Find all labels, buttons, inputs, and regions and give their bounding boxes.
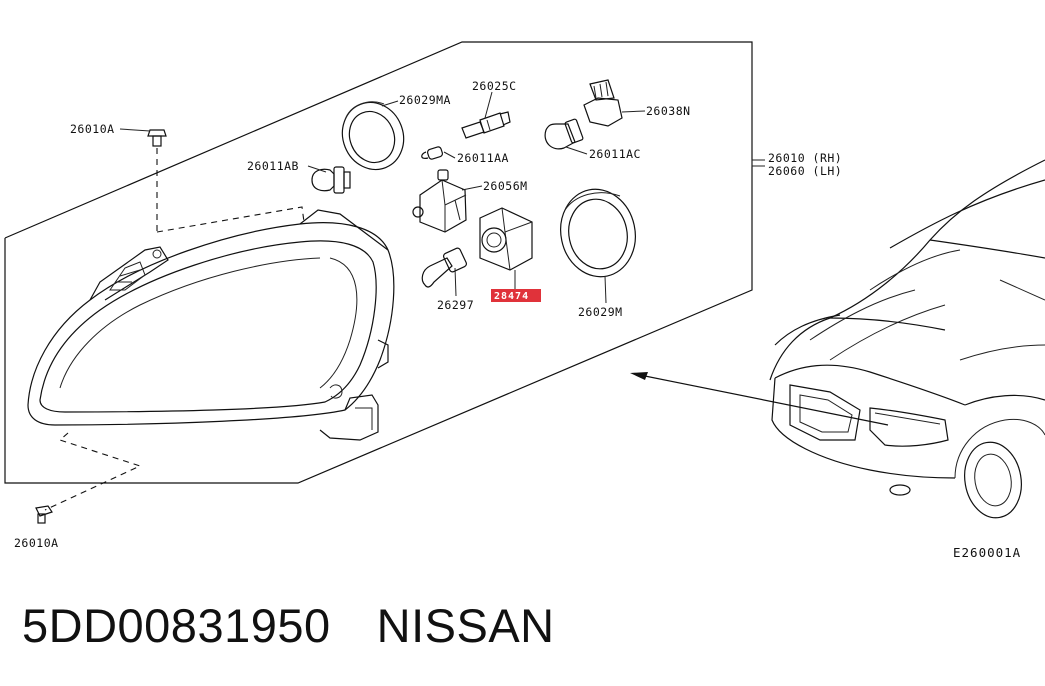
part-labels: 26010A 26011AB 26029MA 26025C 26011AA 26… — [14, 79, 1021, 560]
bolt-bottom — [35, 505, 53, 524]
vehicle-front — [769, 159, 1045, 519]
brand-name: NISSAN — [376, 599, 555, 652]
label-assembly-lh: 26060 (LH) — [768, 164, 842, 178]
headlamp-assembly — [27, 209, 395, 441]
socket-26025c — [461, 111, 511, 139]
label-bolt-top: 26010A — [70, 122, 115, 136]
label-socket-c: 26025C — [472, 79, 517, 93]
label-bulb-ac: 26011AC — [589, 147, 641, 161]
diagram-ref-code: E260001A — [953, 545, 1021, 560]
socket-26038n — [583, 79, 623, 127]
label-bulb-aa: 26011AA — [457, 151, 509, 165]
highlight-28474 — [491, 289, 541, 302]
bulb-26011aa — [421, 146, 444, 160]
label-leveler: 26056M — [483, 179, 528, 193]
label-socket-bn: 26038N — [646, 104, 691, 118]
highlight-box — [491, 289, 541, 302]
label-bulb-ab: 26011AB — [247, 159, 299, 173]
cap-26029ma — [341, 101, 405, 171]
part-number: 5DD00831950 — [22, 599, 331, 652]
leader-lines — [119, 91, 765, 191]
label-bolt-bottom: 26010A — [14, 536, 59, 550]
leveler-26056m — [412, 169, 467, 233]
pointer-arrow — [630, 372, 889, 426]
bulb-26011ab — [311, 166, 351, 194]
label-cap-ma: 26029MA — [399, 93, 451, 107]
bolt-top — [147, 129, 167, 147]
label-assembly-rh: 26010 (RH) — [768, 151, 842, 165]
xenon-bulb-26297 — [421, 247, 467, 297]
ballast-28474 — [479, 207, 533, 292]
label-cap-m: 26029M — [578, 305, 623, 319]
cap-26029m — [560, 188, 636, 304]
label-ballast: 28474 — [494, 291, 529, 302]
dashed-leaders — [44, 148, 305, 511]
footer-caption: 5DD00831950 NISSAN — [22, 598, 555, 653]
label-xenon-bulb: 26297 — [437, 298, 474, 312]
exploded-view-frame — [4, 41, 753, 484]
bulb-26011ac — [544, 118, 584, 150]
